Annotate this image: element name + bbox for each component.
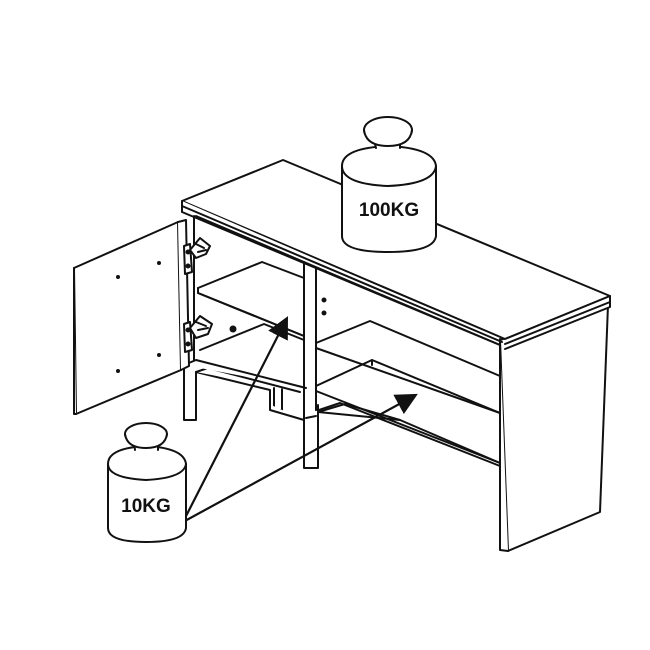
left-base-frame xyxy=(183,359,307,421)
arrow-to-upper-shelf xyxy=(181,316,288,524)
left-compartment xyxy=(197,261,305,351)
small-weight-label: 10KG xyxy=(121,496,171,517)
hinge-icon xyxy=(183,315,213,353)
arrow-to-lower-shelf xyxy=(181,393,418,524)
large-weight-icon xyxy=(341,116,437,253)
hinge-icon xyxy=(183,237,211,275)
right-compartment xyxy=(315,267,501,467)
right-side-panel xyxy=(499,304,609,552)
small-weight-icon xyxy=(107,422,187,543)
open-door[interactable] xyxy=(73,219,190,415)
large-weight-label: 100KG xyxy=(359,200,419,221)
front-legs xyxy=(303,411,319,469)
load-arrows xyxy=(181,316,418,524)
